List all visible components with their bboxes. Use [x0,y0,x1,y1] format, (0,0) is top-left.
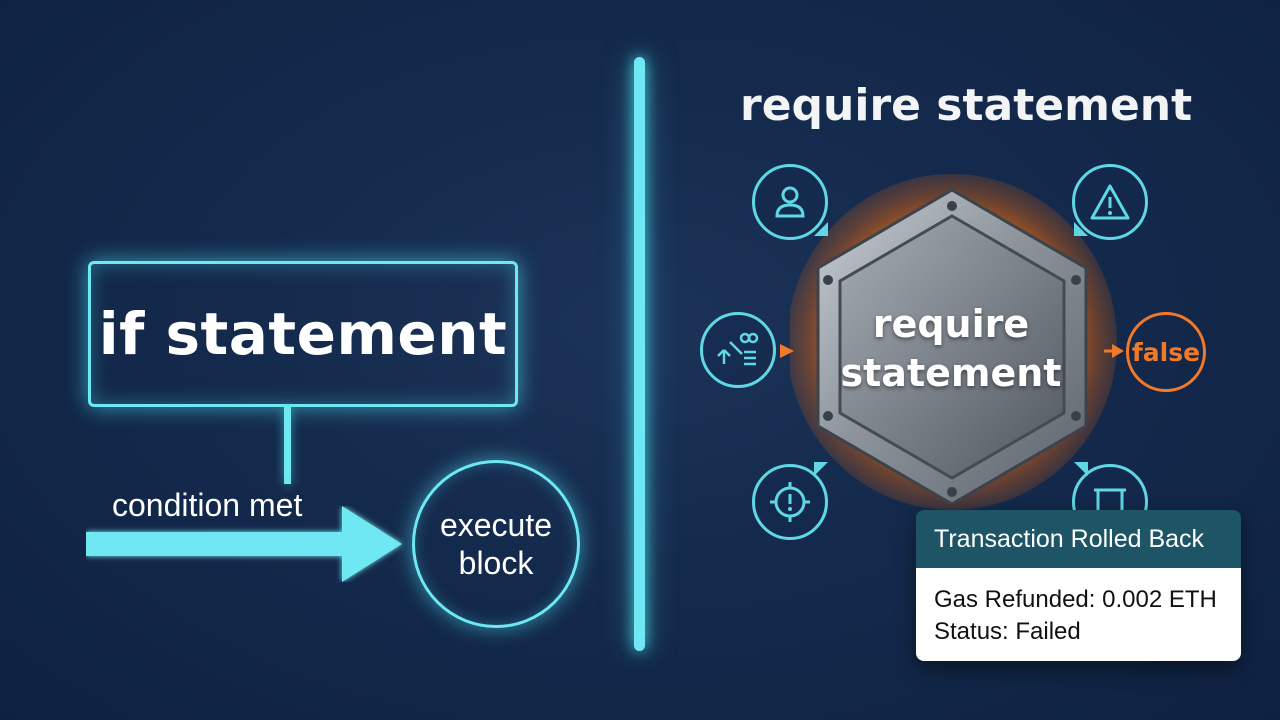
false-result-circle: false [1126,312,1206,392]
user-icon [752,164,828,240]
execute-label-line2: block [458,545,534,581]
flow-icon [700,312,776,388]
tooltip-body: Gas Refunded: 0.002 ETH Status: Failed [916,568,1241,661]
if-statement-title: if statement [98,300,508,368]
hexagon-label-line2: statement [840,351,1062,396]
require-hexagon [790,174,1117,510]
hexagon-label-line1: require [872,302,1030,346]
pointer-triangle [780,344,794,358]
status-text: Status: Failed [934,618,1081,646]
condition-arrow-icon [86,506,402,582]
pointer-triangle [814,462,828,476]
warning-icon [1072,164,1148,240]
require-statement-title: require statement [740,80,1193,131]
pointer-triangle [814,222,828,236]
false-label: false [1131,337,1201,367]
tooltip-header: Transaction Rolled Back [916,510,1241,568]
execute-label-line1: execute [439,506,553,543]
hexagon-label: require statement [820,300,1082,399]
transaction-tooltip-card: Transaction Rolled Back Gas Refunded: 0.… [916,510,1241,661]
false-arrow-icon [1104,344,1124,358]
if-connector-line [284,407,291,484]
if-statement-box: if statement [88,261,518,407]
pointer-triangle [1074,222,1088,236]
pointer-triangle [1074,462,1088,476]
condition-met-label: condition met [112,487,303,523]
execute-block-circle: execute block [412,460,580,628]
alert-target-icon [752,464,828,540]
gas-refunded-text: Gas Refunded: 0.002 ETH [934,586,1217,613]
center-divider [634,57,645,651]
